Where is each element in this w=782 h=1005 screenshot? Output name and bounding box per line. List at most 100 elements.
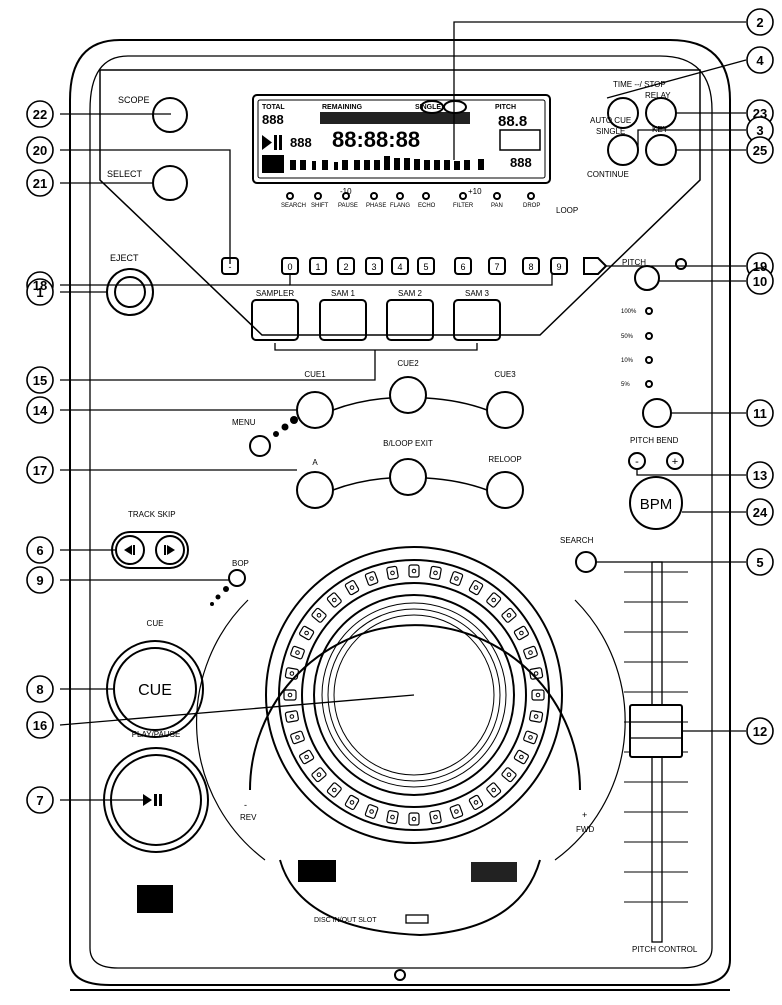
auto-cue-button[interactable] [607, 134, 639, 166]
time-stop-button[interactable] [607, 97, 639, 129]
effect-key-7[interactable] [488, 257, 506, 275]
cue3-label: CUE3 [494, 370, 516, 379]
rev-sign: - [244, 800, 247, 810]
lcd-total: TOTAL [262, 104, 285, 111]
lcd-digits-a: 888 [262, 112, 284, 127]
jog-dot-center [473, 585, 479, 590]
jog-dot [513, 749, 529, 765]
jog-dot [408, 812, 420, 826]
select-button[interactable] [152, 165, 188, 201]
effect-key-4[interactable] [391, 257, 409, 275]
jog-dot-center [316, 613, 322, 618]
eject-button[interactable] [114, 276, 146, 308]
jog-wheel-platter[interactable] [313, 594, 515, 796]
effect-label-flang: FLANG [390, 203, 410, 209]
jog-dot-center [506, 772, 512, 778]
loop-key[interactable] [583, 257, 608, 275]
pitch-bend-label: PITCH BEND [630, 436, 679, 445]
jog-dot [386, 810, 399, 825]
play-icon [143, 794, 152, 806]
relay-button[interactable] [645, 97, 677, 129]
jog-dot-center [304, 630, 309, 636]
search-button[interactable] [575, 551, 597, 573]
jog-dot [326, 592, 342, 608]
jog-wheel-ring[interactable] [278, 559, 550, 831]
sam3-label: SAM 3 [465, 289, 490, 298]
jog-dot [523, 730, 538, 745]
player-inner-outline [89, 55, 713, 969]
effect-key-label-8: 8 [528, 262, 533, 272]
menu-label: MENU [232, 418, 256, 427]
jog-dot-center [349, 800, 355, 805]
bop-button[interactable] [228, 569, 246, 587]
callout-23: 23 [753, 106, 767, 121]
a-button[interactable] [296, 471, 334, 509]
callout-21: 21 [33, 176, 47, 191]
effect-key-label-5: 5 [423, 262, 428, 272]
jog-dot [364, 804, 379, 819]
sam2-button[interactable] [386, 299, 434, 341]
pitch-range-100: 100% [621, 309, 637, 315]
effect-label-shift: SHIFT [311, 203, 329, 209]
eject-label: EJECT [110, 253, 139, 263]
sam3-button[interactable] [453, 299, 501, 341]
pitch-fader-knob[interactable] [629, 704, 683, 758]
pitch-bend-minus[interactable] [628, 452, 646, 470]
jog-dot [386, 565, 399, 580]
effect-key-3[interactable] [365, 257, 383, 275]
jog-dot [486, 782, 502, 798]
lcd-digits-b: 888 [290, 135, 312, 150]
effect-key-label-2: 2 [343, 262, 348, 272]
disc-logo [298, 860, 336, 882]
effect-key-5[interactable] [417, 257, 435, 275]
callout-16: 16 [33, 718, 47, 733]
cue3-button[interactable] [486, 391, 524, 429]
effect-key-6[interactable] [454, 257, 472, 275]
jog-dot-center [454, 576, 459, 581]
bpm-button[interactable] [629, 476, 683, 530]
pitch-range-button[interactable] [642, 398, 672, 428]
effect-key-label-1: 1 [315, 262, 320, 272]
callout-20: 20 [33, 143, 47, 158]
cue2-button[interactable] [389, 376, 427, 414]
effect-key-label-0: 0 [287, 262, 292, 272]
bloop-exit-label: B/LOOP EXIT [383, 439, 433, 448]
effect-key-8[interactable] [522, 257, 540, 275]
pitch-bend-plus[interactable] [666, 452, 684, 470]
pitch-range-50: 50% [621, 334, 634, 340]
pitch-led-50 [645, 332, 653, 340]
callout-17: 17 [33, 463, 47, 478]
effect-label-phase: PHASE [366, 203, 386, 209]
jog-dot [501, 767, 517, 783]
callout-22: 22 [33, 107, 47, 122]
track-skip-housing [111, 531, 189, 569]
fwd-sign: + [582, 810, 587, 820]
sampler-button[interactable] [251, 299, 299, 341]
jog-dot [290, 645, 305, 660]
effect-key-9[interactable] [550, 257, 568, 275]
pitch-led-100 [645, 307, 653, 315]
pitch-button[interactable] [634, 265, 660, 291]
pitch-control-label: PITCH CONTROL [632, 945, 698, 954]
sam1-button[interactable] [319, 299, 367, 341]
scope-button[interactable] [152, 97, 188, 133]
cue1-button[interactable] [296, 391, 334, 429]
lcd-indicator-bar [320, 112, 470, 124]
single-label: SINGLE [596, 127, 625, 136]
scope-label: SCOPE [118, 95, 150, 105]
time-stop-label: TIME --/ STOP [613, 80, 666, 89]
bloop-exit-button[interactable] [389, 458, 427, 496]
jog-dot [529, 667, 544, 680]
track-skip-forward-button[interactable] [155, 535, 185, 565]
reloop-button[interactable] [486, 471, 524, 509]
effect-key-2[interactable] [337, 257, 355, 275]
menu-button[interactable] [249, 435, 271, 457]
cue-small-label: CUE [147, 619, 164, 628]
jog-dot-center [533, 671, 539, 676]
jog-dot-center [304, 754, 309, 760]
disc-slot[interactable] [405, 914, 429, 924]
sam2-label: SAM 2 [398, 289, 423, 298]
callout-19: 19 [753, 259, 767, 274]
effect-key-1[interactable] [309, 257, 327, 275]
key-button[interactable] [645, 134, 677, 166]
